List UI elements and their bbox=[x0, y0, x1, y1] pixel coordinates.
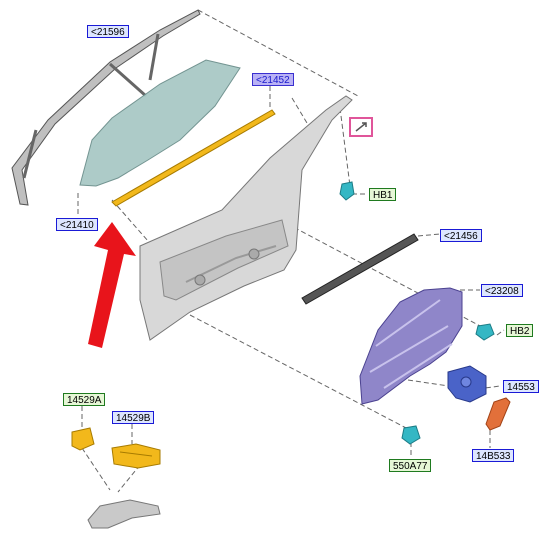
window-glass bbox=[79, 59, 241, 187]
glass-run-channel bbox=[11, 9, 201, 206]
label-14553: 14553 bbox=[503, 380, 539, 393]
switch-bezel bbox=[87, 499, 161, 529]
label-550a77: 550A77 bbox=[389, 459, 432, 472]
label-21456: <21456 bbox=[440, 229, 482, 242]
label-21452: <21452 bbox=[252, 73, 294, 86]
label-21410: <21410 bbox=[56, 218, 98, 231]
belt-weatherstrip-outer bbox=[301, 233, 419, 305]
switch-14529b bbox=[111, 443, 161, 469]
bolt-550a77 bbox=[401, 425, 421, 445]
label-21596: <21596 bbox=[87, 25, 129, 38]
clip-hb1 bbox=[339, 181, 355, 201]
regulator-motor bbox=[447, 365, 487, 403]
label-23208: <23208 bbox=[481, 284, 523, 297]
door-shell bbox=[139, 95, 353, 341]
label-hb2: HB2 bbox=[506, 324, 534, 337]
clip-hb2 bbox=[475, 323, 495, 341]
label-14529b: 14529B bbox=[112, 411, 155, 424]
door-module bbox=[485, 397, 511, 431]
label-14529a: 14529A bbox=[63, 393, 106, 406]
window-regulator bbox=[359, 287, 463, 405]
label-14b533: 14B533 bbox=[472, 449, 515, 462]
belt-weatherstrip-inner bbox=[111, 109, 276, 207]
switch-14529a bbox=[71, 427, 95, 451]
arrow-out-icon bbox=[355, 122, 367, 132]
arrow-pointer-icon bbox=[88, 222, 136, 348]
label-hb1: HB1 bbox=[369, 188, 397, 201]
